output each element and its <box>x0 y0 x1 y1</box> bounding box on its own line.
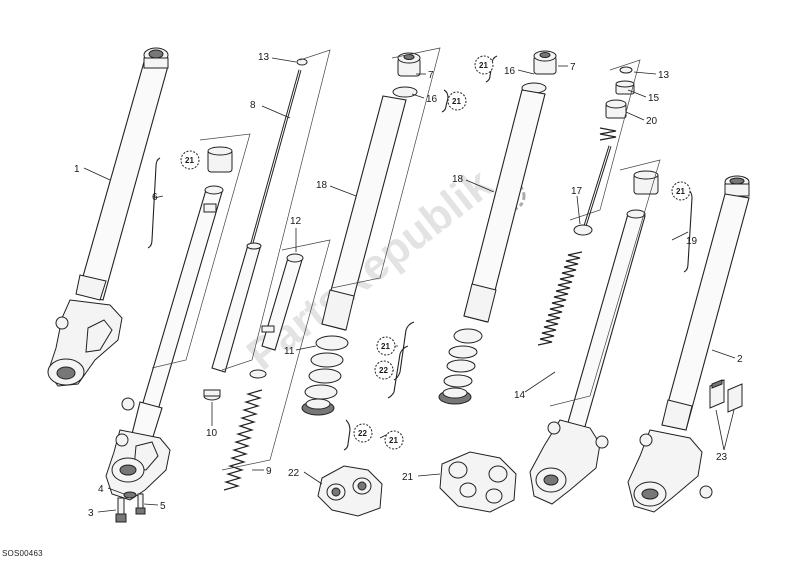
reference-circles: 21 21 21 21 21 22 22 21 <box>180 55 691 450</box>
callout-labels: 1 2 3 4 5 6 7 7 8 9 10 11 12 13 13 14 15… <box>74 52 743 519</box>
callout-1: 1 <box>74 164 80 175</box>
callout-19: 19 <box>686 236 698 247</box>
callout-2: 2 <box>737 354 743 365</box>
callout-6: 6 <box>152 192 158 203</box>
callout-5: 5 <box>160 501 166 512</box>
screw-5 <box>135 493 146 515</box>
svg-text:22: 22 <box>379 366 388 375</box>
callout-3: 3 <box>88 508 94 519</box>
inner-tube-18-left <box>321 52 421 331</box>
svg-text:21: 21 <box>452 97 461 106</box>
callout-13a: 13 <box>258 52 270 63</box>
ref-circle-22-b: 22 <box>353 423 373 443</box>
callout-15: 15 <box>648 93 660 104</box>
callout-9: 9 <box>266 466 272 477</box>
inner-tube-18-right <box>463 50 557 323</box>
clamp-22 <box>317 465 383 517</box>
callout-12: 12 <box>290 216 302 227</box>
ref-circle-21-a: 21 <box>180 150 200 170</box>
callout-14: 14 <box>514 390 526 401</box>
svg-text:21: 21 <box>185 156 194 165</box>
outer-tube-19 <box>566 170 659 431</box>
svg-text:21: 21 <box>479 61 488 70</box>
callout-8: 8 <box>250 100 256 111</box>
callout-7a: 7 <box>428 70 434 81</box>
svg-text:22: 22 <box>358 429 367 438</box>
damper-parts-right <box>573 66 635 236</box>
callout-23: 23 <box>716 452 728 463</box>
ref-circle-22-a: 22 <box>374 360 394 380</box>
ref-circle-21-d: 21 <box>671 181 691 201</box>
fork-foot-right-mid <box>529 419 609 505</box>
callout-17: 17 <box>571 186 583 197</box>
ref-circle-21-f: 21 <box>384 430 404 450</box>
callout-16a: 16 <box>426 94 438 105</box>
callout-18b: 18 <box>452 174 464 185</box>
callout-11: 11 <box>284 346 295 357</box>
damper-rod-8 <box>211 58 308 373</box>
bush-10 <box>203 389 221 401</box>
callout-22: 22 <box>288 468 300 479</box>
seal-stack-right <box>438 328 483 405</box>
ref-circle-21-e: 21 <box>376 336 396 356</box>
spring-9 <box>223 369 267 491</box>
svg-text:21: 21 <box>676 187 685 196</box>
callout-16b: 16 <box>504 66 516 77</box>
svg-text:21: 21 <box>381 342 390 351</box>
seal-stack-11 <box>301 335 349 416</box>
washer-4 <box>123 491 137 499</box>
svg-text:21: 21 <box>389 436 398 445</box>
assembly-frames <box>151 47 661 471</box>
callout-13b: 13 <box>658 70 670 81</box>
fork-leg-right-assembled <box>627 175 750 513</box>
cartridge-12 <box>261 253 304 351</box>
drawing-code: SOS00463 <box>2 549 43 558</box>
callout-7b: 7 <box>570 62 576 73</box>
callout-20: 20 <box>646 116 658 127</box>
ref-circle-21-b: 21 <box>447 91 467 111</box>
callout-18a: 18 <box>316 180 328 191</box>
bolt-3 <box>115 497 127 523</box>
callout-21: 21 <box>402 472 414 483</box>
callout-4: 4 <box>98 484 104 495</box>
clamp-21 <box>439 451 517 513</box>
spring-14 <box>537 251 583 346</box>
pads-23 <box>709 379 743 413</box>
ref-circle-21-c: 21 <box>474 55 494 75</box>
fork-leg-left-assembled <box>47 47 169 387</box>
fork-foot-left <box>105 397 171 501</box>
callout-10: 10 <box>206 428 218 439</box>
